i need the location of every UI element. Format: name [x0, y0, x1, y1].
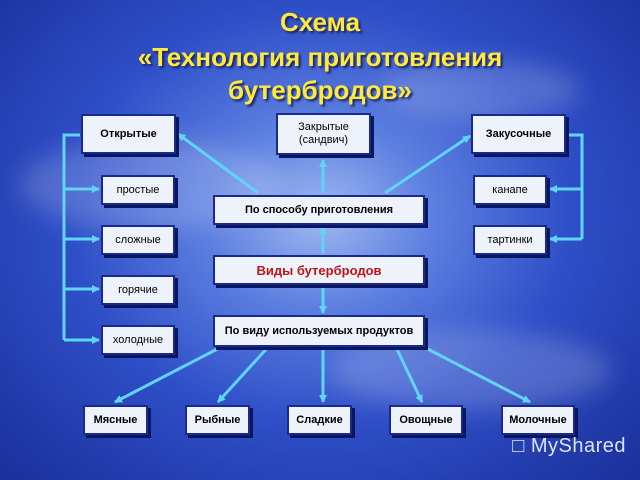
- open-subtype-hot: горячие: [101, 275, 175, 305]
- arrow-to-meat: [114, 343, 226, 404]
- snack-sandwiches-box: Закусочные: [471, 114, 566, 154]
- arrow-to-dairy: [419, 343, 531, 404]
- open-subtype-simple: простые: [101, 175, 175, 205]
- snack-subtype-canape: канапе: [473, 175, 547, 205]
- arrow-to-fish: [216, 343, 272, 404]
- arrow-to-open: [177, 132, 259, 195]
- watermark: □ MyShared: [512, 435, 626, 458]
- bracket-snack: [566, 133, 584, 239]
- watermark-logo-icon: □: [512, 435, 531, 457]
- product-meat-box: Мясные: [83, 405, 148, 435]
- bracket-open: [62, 133, 80, 340]
- arrow-to-snack: [384, 134, 471, 195]
- watermark-text: MyShared: [530, 435, 626, 457]
- product-vegetable-box: Овощные: [389, 405, 463, 435]
- title-line-1: Схема: [279, 7, 361, 37]
- open-sandwiches-box: Открытые: [81, 114, 176, 154]
- cloud-decoration: [380, 60, 580, 120]
- snack-subtype-tartines: тартинки: [473, 225, 547, 255]
- arrow-to-veg: [393, 344, 424, 403]
- open-subtype-cold: холодные: [101, 325, 175, 355]
- title-line-2: «Технология приготовления: [137, 42, 503, 72]
- sandwich-types-box: Виды бутербродов: [213, 255, 425, 285]
- product-sweet-box: Сладкие: [287, 405, 352, 435]
- product-fish-box: Рыбные: [185, 405, 250, 435]
- open-subtype-complex: сложные: [101, 225, 175, 255]
- product-dairy-box: Молочные: [501, 405, 575, 435]
- closed-sandwiches-box: Закрытые (сандвич): [276, 113, 371, 155]
- by-method-box: По способу приготовления: [213, 195, 425, 225]
- title-line-3: бутербродов»: [228, 75, 412, 105]
- by-products-box: По виду используемых продуктов: [213, 315, 425, 347]
